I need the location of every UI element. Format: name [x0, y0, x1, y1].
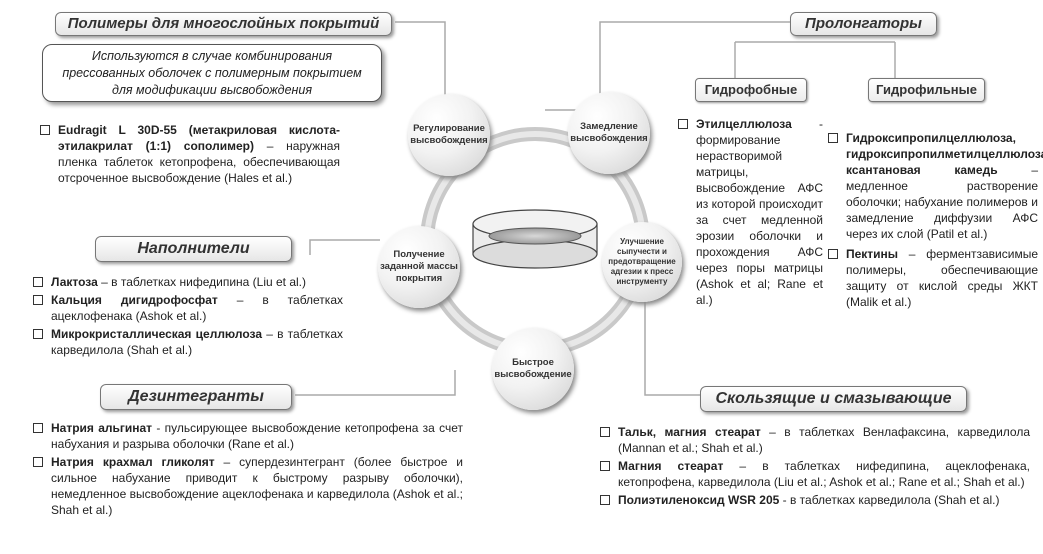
fillers-list: Лактоза – в таблетках нифедипина (Liu et…	[33, 274, 343, 358]
polymers-note: Используются в случае комбинирования пре…	[42, 44, 382, 102]
node-slowdown: Замедление высвобождения	[568, 92, 650, 174]
header-prolongators: Пролонгаторы	[790, 12, 937, 36]
node-improvement: Улучшение сыпучести и предотвращение адг…	[602, 222, 682, 302]
list-item: Полиэтиленоксид WSR 205 - в таблетках ка…	[600, 492, 1030, 508]
list-item: Кальция дигидрофосфат – в таблетках ацек…	[33, 292, 343, 324]
hydrophilic-list: Гидроксипропилцеллюлоза, гидроксипропилм…	[828, 130, 1043, 310]
hydrophobic-list: Этилцеллюлоза - формирование нерастворим…	[678, 116, 823, 308]
header-disintegrants: Дезинтегранты	[100, 384, 292, 410]
tablet-icon	[472, 209, 598, 269]
list-item: Пектины – ферментзависимые полимеры, обе…	[828, 246, 1038, 310]
node-fast: Быстрое высвобождение	[492, 328, 574, 410]
list-item: Магния стеарат – в таблетках нифедипина,…	[600, 458, 1030, 490]
list-item: Натрия крахмал гликолят – супердезинтегр…	[33, 454, 463, 518]
checkbox-icon	[600, 427, 610, 437]
polymers-list: Eudragit L 30D-55 (метакриловая кислота-…	[40, 122, 340, 186]
checkbox-icon	[828, 249, 838, 259]
node-regulation: Регулирование высвобождения	[408, 94, 490, 176]
list-item: Тальк, магния стеарат – в таблетках Венл…	[600, 424, 1030, 456]
lubricants-list: Тальк, магния стеарат – в таблетках Венл…	[600, 424, 1030, 508]
disintegrants-list: Натрия альгинат - пульсирующее высвобожд…	[33, 420, 463, 518]
checkbox-icon	[33, 329, 43, 339]
header-polymers: Полимеры для многослойных покрытий	[55, 12, 392, 36]
label-hydrophilic: Гидрофильные	[868, 78, 985, 102]
header-lubricants: Скользящие и смазывающие	[700, 386, 967, 412]
label-hydrophobic: Гидрофобные	[695, 78, 807, 102]
list-item: Натрия альгинат - пульсирующее высвобожд…	[33, 420, 463, 452]
checkbox-icon	[33, 423, 43, 433]
checkbox-icon	[678, 119, 688, 129]
checkbox-icon	[33, 457, 43, 467]
list-item: Гидроксипропилцеллюлоза, гидроксипропилм…	[828, 130, 1043, 242]
node-mass: Получение заданной массы покрытия	[378, 226, 460, 308]
checkbox-icon	[600, 495, 610, 505]
checkbox-icon	[33, 277, 43, 287]
header-fillers: Наполнители	[95, 236, 292, 262]
list-item: Микрокристаллическая целлюлоза – в табле…	[33, 326, 343, 358]
checkbox-icon	[40, 125, 50, 135]
checkbox-icon	[33, 295, 43, 305]
checkbox-icon	[600, 461, 610, 471]
checkbox-icon	[828, 133, 838, 143]
list-item: Eudragit L 30D-55 (метакриловая кислота-…	[40, 122, 340, 186]
list-item: Лактоза – в таблетках нифедипина (Liu et…	[33, 274, 343, 290]
list-item: Этилцеллюлоза - формирование нерастворим…	[678, 116, 823, 308]
